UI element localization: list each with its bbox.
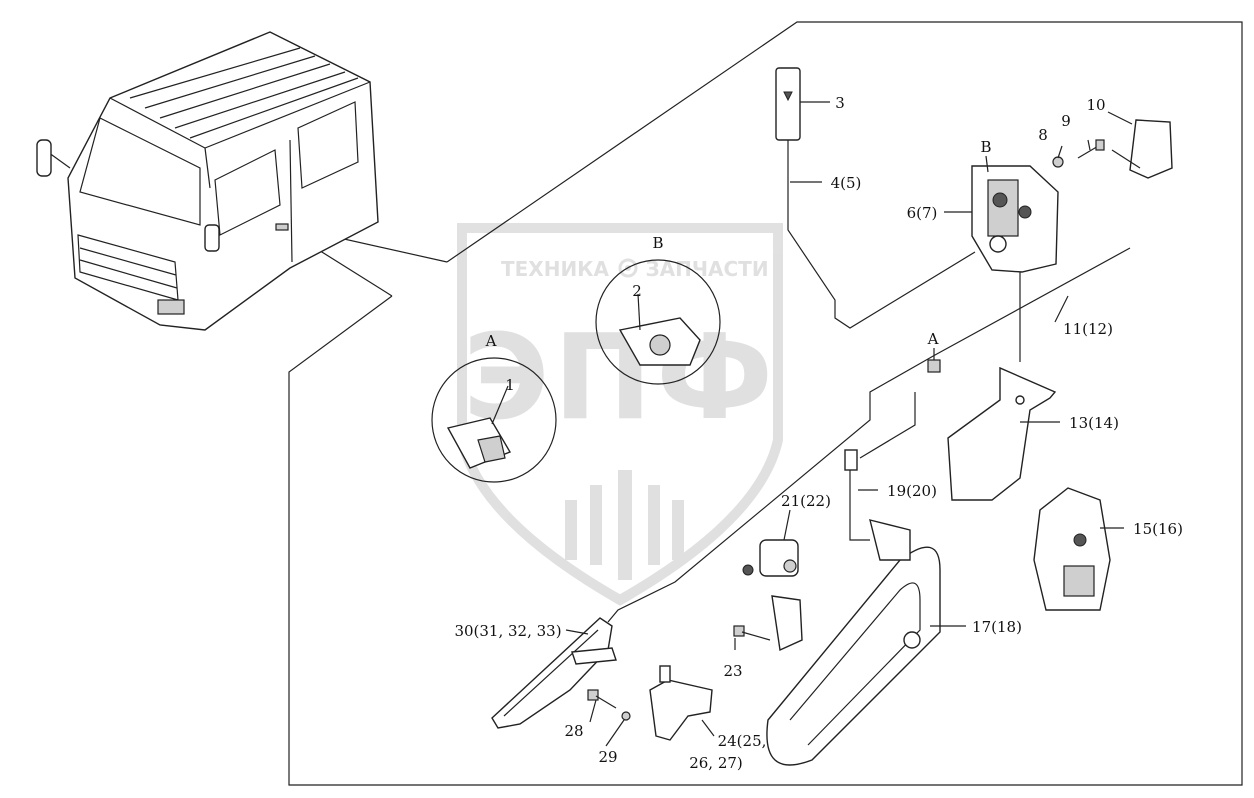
callout-8: 8 bbox=[1038, 126, 1048, 144]
door-window bbox=[214, 149, 281, 236]
part-15-actuator bbox=[1033, 487, 1111, 611]
callout-3: 3 bbox=[835, 94, 845, 112]
headlight bbox=[157, 299, 185, 315]
mirror-icon bbox=[36, 139, 220, 252]
part-13-bracket bbox=[947, 366, 1057, 501]
lock-b-location: B bbox=[980, 138, 992, 173]
callout-4: 4(5) bbox=[831, 174, 862, 192]
door-handle-location bbox=[275, 223, 289, 231]
callout-1: 1 bbox=[505, 376, 515, 394]
part-19-rod-clip bbox=[844, 449, 858, 471]
callout-17: 17(18) bbox=[972, 618, 1022, 636]
part-10-striker bbox=[1111, 119, 1173, 179]
watermark-company: ТЕХНИКА bbox=[501, 257, 610, 281]
rod-clip-a-location: A bbox=[927, 330, 941, 373]
callout-6: 6(7) bbox=[907, 204, 938, 222]
watermark: ТЕХНИКА ЗАПЧАСТИ ЭПФ bbox=[457, 223, 783, 606]
callout-29: 29 bbox=[598, 748, 617, 766]
part-17-outer-handle bbox=[766, 519, 941, 766]
callout-19: 19(20) bbox=[887, 482, 937, 500]
truck-cab-illustration bbox=[36, 31, 379, 331]
callout-21: 21(22) bbox=[781, 492, 831, 510]
callout-9: 9 bbox=[1061, 112, 1071, 130]
callout-24a: 24(25, bbox=[718, 732, 767, 750]
part-24-inner-handle-bracket bbox=[649, 665, 713, 741]
watermark-shield bbox=[457, 223, 783, 606]
watermark-logo: ЭПФ bbox=[463, 308, 777, 446]
callout-2: 2 bbox=[632, 282, 642, 300]
part-23-bolt bbox=[733, 625, 771, 641]
detail-view-b-label: B bbox=[652, 234, 663, 252]
part-29-washer bbox=[621, 711, 631, 721]
callout-30: 30(31, 32, 33) bbox=[454, 622, 561, 640]
part-28-screw bbox=[587, 689, 617, 709]
windshield bbox=[79, 117, 201, 226]
part-21-key-cylinder bbox=[742, 539, 799, 577]
detail-view-b: B bbox=[595, 234, 721, 385]
part-30-inner-handle bbox=[491, 617, 617, 729]
mark-a: A bbox=[927, 330, 939, 348]
callout-11: 11(12) bbox=[1063, 320, 1113, 338]
roof-ribs bbox=[129, 47, 359, 139]
callout-23: 23 bbox=[723, 662, 742, 680]
callout-leaders bbox=[565, 101, 1133, 747]
part-8-washer bbox=[1052, 156, 1064, 168]
part-3-inner-knob bbox=[775, 67, 801, 141]
detail-view-a-label: A bbox=[485, 332, 497, 350]
callout-24b: 26, 27) bbox=[689, 754, 743, 772]
mark-b: B bbox=[980, 138, 991, 156]
callout-labels: 1 2 3 4(5) 6(7) 8 9 10 11(12) 13(14) 15(… bbox=[454, 94, 1183, 772]
part-9-screw bbox=[1077, 139, 1105, 159]
callout-28: 28 bbox=[564, 722, 583, 740]
callout-15: 15(16) bbox=[1133, 520, 1183, 538]
clip-part-1 bbox=[446, 417, 512, 469]
part-6-door-lock bbox=[971, 165, 1059, 273]
callout-10: 10 bbox=[1086, 96, 1105, 114]
wheat-ears-icon bbox=[565, 470, 684, 580]
rear-window bbox=[297, 101, 359, 189]
detail-view-a: A bbox=[431, 332, 557, 483]
callout-13: 13(14) bbox=[1069, 414, 1119, 432]
